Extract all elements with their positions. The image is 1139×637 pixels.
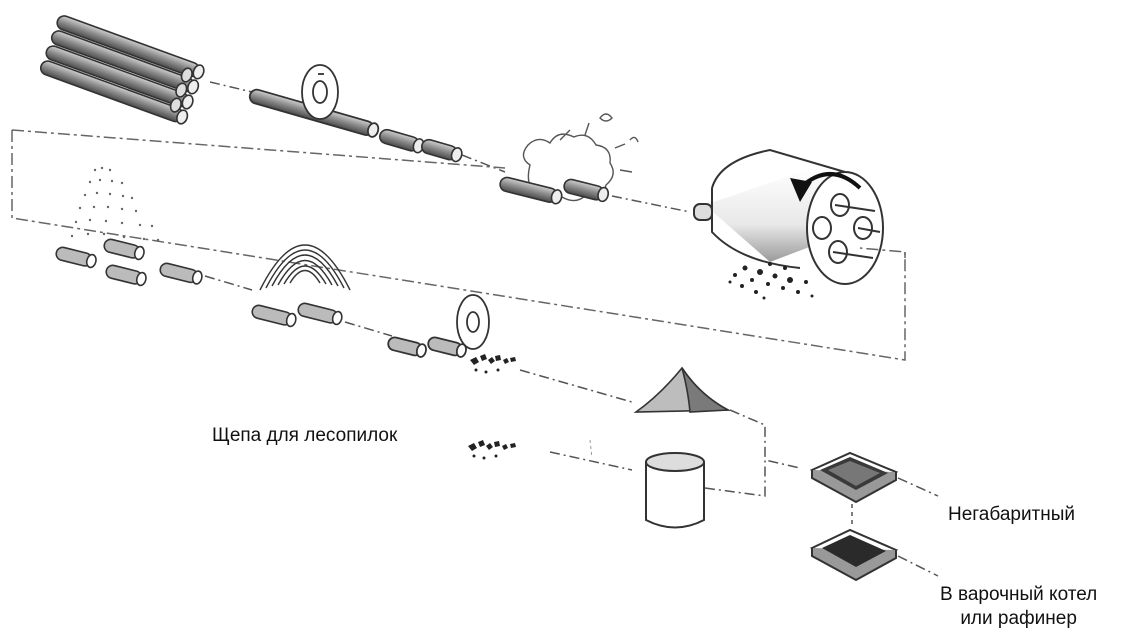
water-spray-icon — [70, 166, 160, 242]
flow-line — [344, 321, 393, 337]
flow-line — [897, 555, 939, 577]
rotation-arrow-icon — [790, 172, 862, 202]
flow-line — [589, 439, 593, 459]
debarking-drum-icon — [693, 148, 884, 285]
label-digester-line2: или рафинер — [960, 608, 1077, 629]
label-digester-line1: В варочный котел — [940, 584, 1098, 605]
sawmill-chips-icon — [468, 440, 516, 460]
debarking-burst-icon — [499, 113, 639, 205]
cut-logs-icon — [378, 128, 463, 163]
label-digester: В варочный котел или рафинер — [940, 583, 1097, 631]
circular-saw-icon — [248, 64, 380, 138]
flow-line — [209, 81, 253, 93]
chip-pile-icon — [633, 366, 732, 413]
washed-logs-icon — [55, 238, 203, 287]
flow-line — [611, 195, 691, 213]
chip-silo-icon — [645, 452, 705, 529]
flow-line — [204, 275, 253, 291]
chipper-icon — [387, 294, 490, 358]
log-stack-icon — [39, 15, 205, 125]
flow-line — [549, 451, 633, 471]
chips-icon — [470, 354, 516, 374]
flow-line — [461, 154, 506, 173]
flow-line — [704, 459, 801, 497]
flow-line — [519, 369, 633, 403]
label-sawmill-chips: Щепа для лесопилок — [212, 425, 398, 446]
screen-icon — [809, 528, 899, 582]
flow-line — [897, 477, 939, 497]
screen-icon — [809, 451, 899, 504]
flow-line — [729, 409, 766, 458]
scanner-arcs-icon — [259, 244, 351, 291]
label-oversize: Негабаритный — [948, 504, 1076, 525]
bark-debris-icon — [728, 262, 814, 300]
process-frame — [11, 129, 906, 361]
scanned-logs-icon — [251, 302, 343, 328]
